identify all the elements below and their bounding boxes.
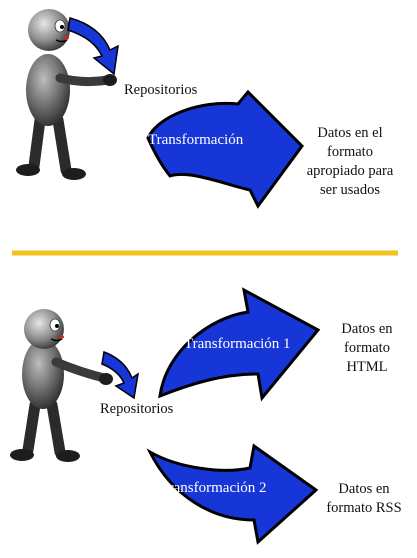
repository-label-bottom: Repositorios xyxy=(100,401,174,417)
output-label-top: Datos en el formato apropiado para ser u… xyxy=(290,124,410,199)
output-1-line-1: Datos en xyxy=(341,321,393,337)
arrow-label-1: Transformación 1 xyxy=(184,336,291,352)
person-figure-bottom xyxy=(10,309,113,462)
transform-arrow-2 xyxy=(146,443,319,545)
output-top-line-4: ser usados xyxy=(319,181,380,198)
output-label-2: Datos en formato RSS xyxy=(316,480,412,518)
arrow-label-2: Transformación 2 xyxy=(160,480,267,496)
output-top-line-1: Datos en el xyxy=(317,125,383,141)
output-1-line-2: formato xyxy=(344,339,390,356)
output-top-line-3: apropiado para xyxy=(306,162,394,179)
output-label-1: Datos en formato HTML xyxy=(322,320,412,377)
transform-arrow-top xyxy=(146,89,304,209)
output-1-line-3: HTML xyxy=(346,358,388,375)
output-2-line-2: formato RSS xyxy=(326,499,402,516)
arrow-label-top: Transformación xyxy=(148,132,244,148)
small-arrow-top xyxy=(67,17,119,76)
small-arrow-bottom xyxy=(101,350,140,400)
person-figure-top xyxy=(16,9,117,180)
repository-label-top: Repositorios xyxy=(124,82,198,98)
output-2-line-1: Datos en xyxy=(338,481,390,497)
transform-arrow-1 xyxy=(158,287,321,402)
output-top-line-2: formato xyxy=(327,143,373,160)
